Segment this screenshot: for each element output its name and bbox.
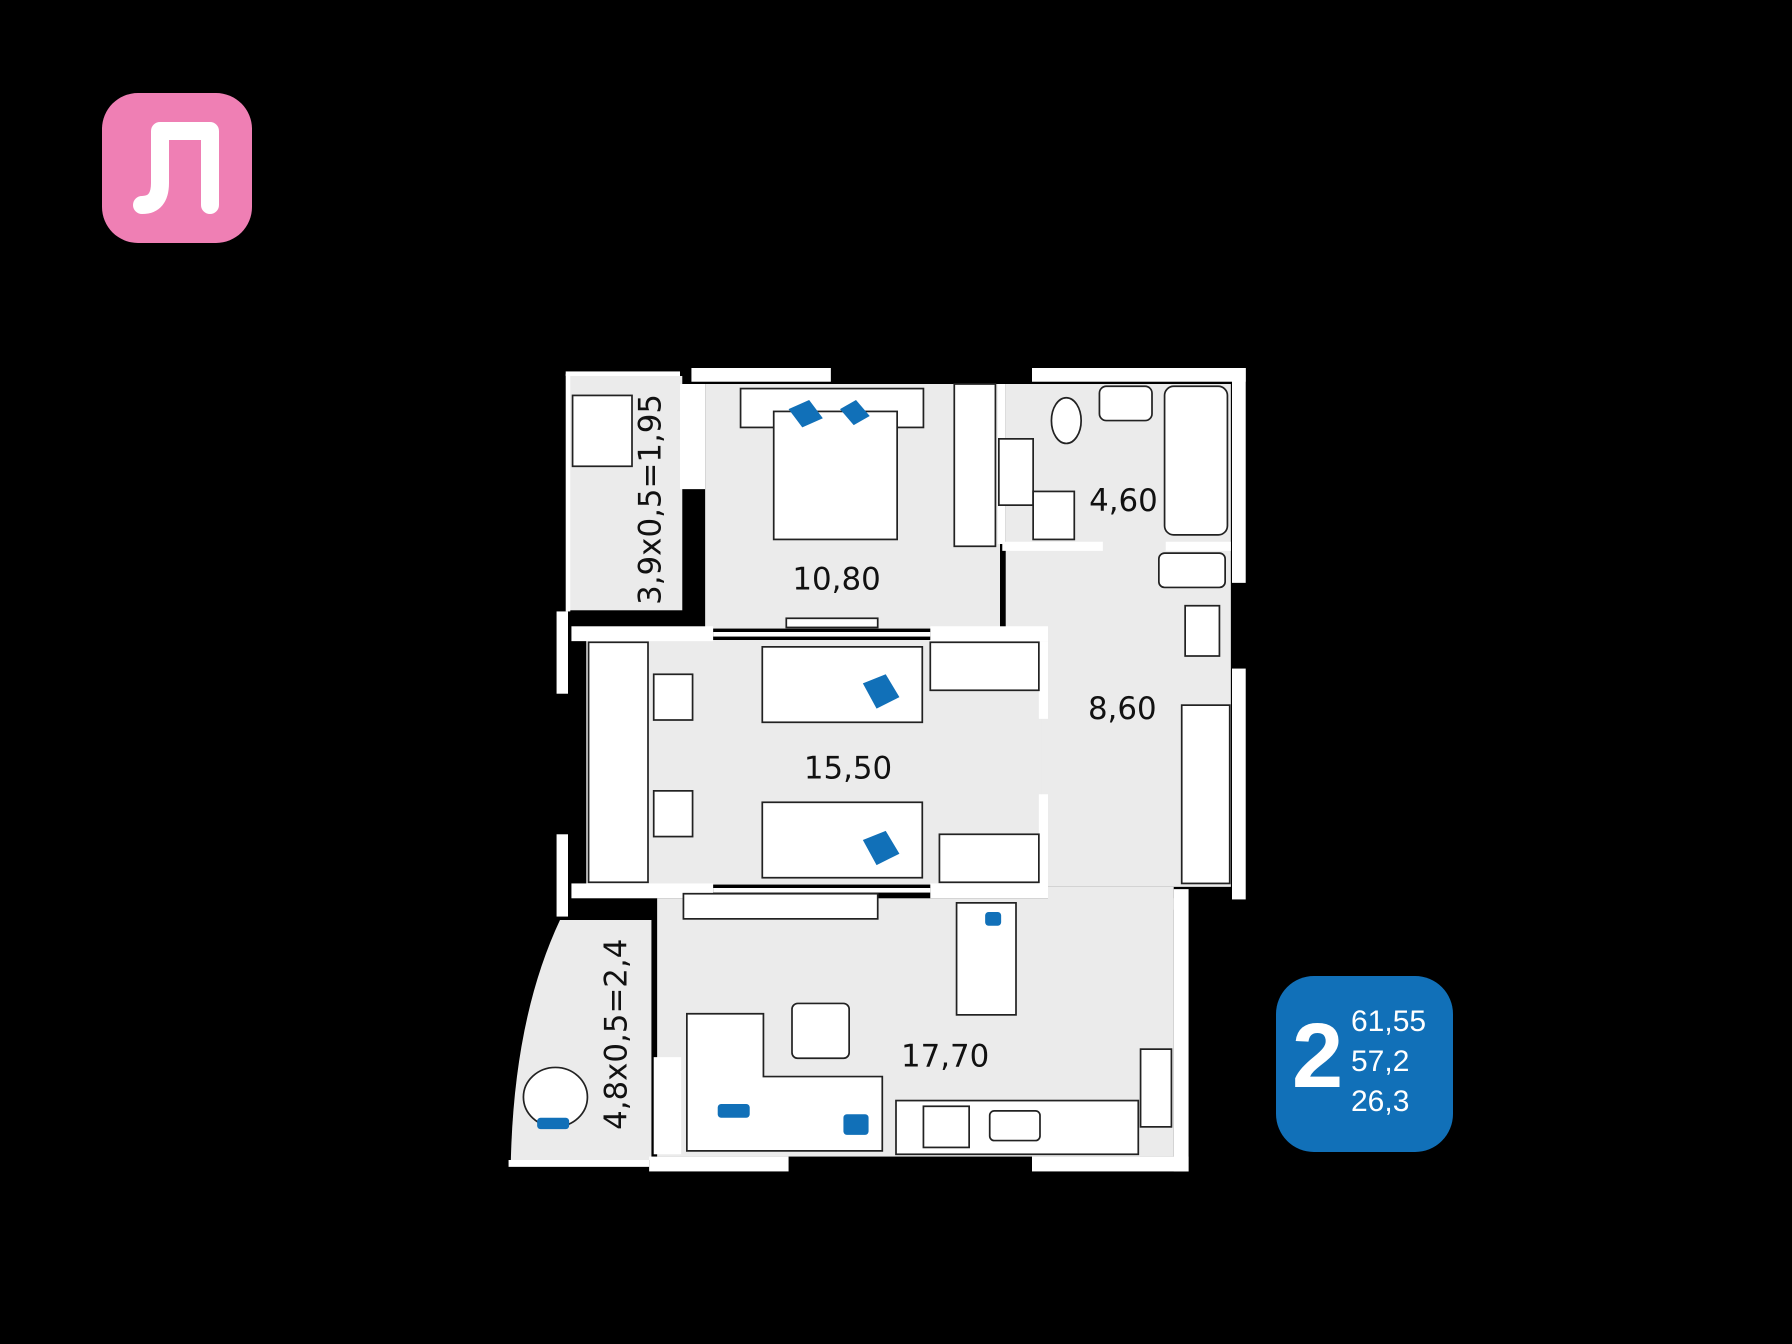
bathtub [1163,385,1229,536]
shoe-bench [1158,552,1226,589]
room-count: 2 [1292,1005,1344,1107]
bed-top [761,646,924,724]
room-area-kitchen-living: 17,70 [901,1038,989,1074]
apartment-info-badge: 2 61,55 57,2 26,3 [1276,976,1453,1152]
rug [1184,604,1221,657]
room-area-hallway: 8,60 [1088,691,1157,727]
wardrobe-bedroom [953,383,997,548]
double-bed [772,410,898,541]
kitchen-sink [988,1109,1041,1142]
sink [1098,385,1153,422]
logo-letter-icon [133,122,219,214]
area-value-2: 57,2 [1351,1045,1410,1078]
bed-bottom [761,801,924,879]
furniture [522,383,1231,1156]
chair-2 [652,790,694,838]
balcony-bottom-area: 4,8x0,5=2,4 [598,939,634,1130]
tv-stand [682,892,879,920]
tv [785,617,879,629]
room-area-bedroom: 10,80 [792,562,880,598]
balcony-top-area: 3,9x0,5=1,95 [633,394,669,605]
brand-logo [102,93,252,243]
wardrobe-kids-2 [938,833,1040,884]
wardrobe-hall [1180,704,1231,885]
fridge [1139,1048,1173,1128]
wardrobe-kids-1 [929,641,1040,692]
washing-machine [1032,490,1076,541]
blue-pillows [537,400,1002,1135]
coffee-table [791,1002,850,1060]
room-area-kids-room: 15,50 [804,750,892,786]
toilet [1050,396,1082,445]
exercise-bike [571,394,633,468]
cabinet [998,438,1034,506]
area-value-3: 26,3 [1351,1085,1410,1118]
hob [922,1105,970,1149]
room-area-bathroom: 4,60 [1089,483,1158,519]
total-area: 61,55 [1351,1005,1427,1038]
desk [587,641,649,884]
chair-1 [652,673,694,721]
